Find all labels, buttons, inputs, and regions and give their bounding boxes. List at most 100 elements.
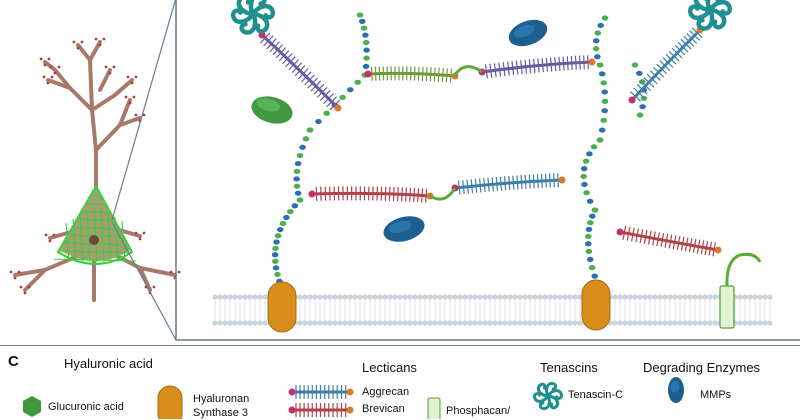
legend-label-phosphacan: Phosphacan/ xyxy=(446,405,510,417)
lectican-bristle xyxy=(584,55,585,69)
lipid-head xyxy=(712,294,717,299)
lipid-head xyxy=(677,294,682,299)
lectican-bristle xyxy=(450,69,451,83)
lectican-bristle xyxy=(463,180,464,194)
lipid-head xyxy=(312,294,317,299)
lipid-head xyxy=(537,320,542,325)
lipid-head xyxy=(467,294,472,299)
lectican-bristle xyxy=(484,178,485,192)
hyaluronan-bead xyxy=(637,112,644,117)
hyaluronan-bead xyxy=(363,40,370,45)
lipid-head xyxy=(422,320,427,325)
lipid-head xyxy=(392,320,397,325)
hyaluronan-bead xyxy=(273,239,280,244)
lipid-head xyxy=(412,294,417,299)
lectican-bristle xyxy=(418,188,419,202)
lipid-head xyxy=(482,320,487,325)
lipid-head xyxy=(452,320,457,325)
hyaluronan-bead xyxy=(587,199,594,204)
hyaluronan-bead xyxy=(361,26,368,31)
dendritic-spine xyxy=(58,66,61,69)
lipid-head xyxy=(702,320,707,325)
dendritic-spine xyxy=(113,66,116,69)
lectican-end xyxy=(309,191,316,198)
lipid-head xyxy=(347,320,352,325)
lectican-bristle xyxy=(529,59,530,73)
lipid-head xyxy=(687,320,692,325)
lipid-head xyxy=(552,320,557,325)
lipid-head xyxy=(567,294,572,299)
lectican-bristle xyxy=(426,189,427,203)
lipid-head xyxy=(737,294,742,299)
hyaluronan-bead xyxy=(277,227,284,232)
lipid-head xyxy=(497,320,502,325)
lipid-head xyxy=(567,320,572,325)
lectican-bristle xyxy=(525,175,526,189)
hyaluronan-bead xyxy=(297,153,304,158)
hyaluronan-bead xyxy=(363,64,370,69)
lipid-head xyxy=(522,294,527,299)
lipid-head xyxy=(447,320,452,325)
hyaluronan-bead xyxy=(354,80,361,85)
hyaluronan-bead xyxy=(297,197,304,202)
lipid-head xyxy=(642,320,647,325)
membrane-anchors xyxy=(268,67,760,332)
lipid-head xyxy=(387,320,392,325)
lipid-head xyxy=(387,294,392,299)
lectican-bristle xyxy=(517,175,518,189)
hyaluronan-bead xyxy=(294,169,301,174)
neurite xyxy=(115,255,175,275)
lipid-head xyxy=(257,294,262,299)
phosphacan-anchor xyxy=(720,286,734,328)
lipid-head xyxy=(422,294,427,299)
dendritic-spine xyxy=(109,72,112,75)
lectican-bristle xyxy=(538,59,539,73)
lectican-bristle xyxy=(402,187,403,201)
lipid-head xyxy=(367,320,372,325)
lipid-head xyxy=(232,320,237,325)
lipid-head xyxy=(632,320,637,325)
legend-label-hyaluronan-synthase-line1: Hyaluronan xyxy=(193,393,249,405)
lectican-bristle xyxy=(426,67,427,81)
lipid-head xyxy=(507,320,512,325)
lipid-head xyxy=(687,294,692,299)
lectican-molecule xyxy=(452,173,566,194)
lipid-head xyxy=(737,320,742,325)
hyaluronan-bead xyxy=(307,127,314,132)
lectican-bristle xyxy=(563,57,564,71)
lipid-head xyxy=(332,294,337,299)
dendritic-spine xyxy=(28,286,31,289)
lipid-head xyxy=(572,320,577,325)
hyaluronan-bead xyxy=(583,190,590,195)
lectican-bristle xyxy=(496,177,497,191)
lipid-head xyxy=(412,320,417,325)
dendritic-spine xyxy=(133,96,136,99)
lipid-head xyxy=(702,294,707,299)
hyaluronan-bead xyxy=(274,272,281,277)
hyaluronan-bead xyxy=(639,104,646,109)
hyaluronan-bead xyxy=(632,62,639,67)
lipid-head xyxy=(527,320,532,325)
lectican-molecule xyxy=(629,27,704,104)
lectican-end xyxy=(589,59,596,66)
lectican-bristle xyxy=(546,58,547,72)
legend-label-aggrecan: Aggrecan xyxy=(362,386,409,398)
lipid-head xyxy=(242,294,247,299)
lipid-head xyxy=(627,294,632,299)
lipid-head xyxy=(682,294,687,299)
lipid-head xyxy=(532,294,537,299)
lipid-head xyxy=(547,320,552,325)
lipid-head xyxy=(707,320,712,325)
lipid-head xyxy=(762,294,767,299)
legend-heading-tenascins: Tenascins xyxy=(540,360,598,375)
lipid-head xyxy=(752,294,757,299)
lipid-head xyxy=(477,294,482,299)
lipid-head xyxy=(472,320,477,325)
lipid-head xyxy=(442,294,447,299)
hyaluronan-bead xyxy=(272,246,279,251)
lipid-head xyxy=(302,320,307,325)
lectican-bristle xyxy=(446,68,447,82)
mmp-icon xyxy=(505,15,551,51)
lipid-head xyxy=(512,294,517,299)
lectican-bristle xyxy=(529,175,530,189)
